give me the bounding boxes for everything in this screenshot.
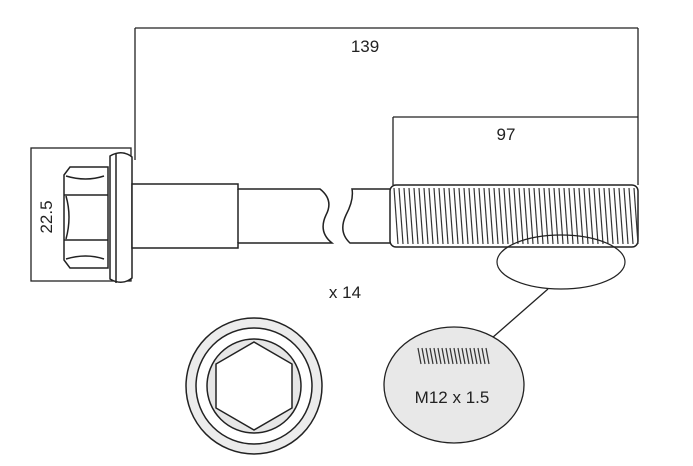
hex-head-end-icon: [215, 341, 293, 431]
thread-callout-source-ellipse: [496, 234, 626, 290]
overall-length-label: 139: [351, 37, 379, 56]
bolt-shank-break: [342, 188, 393, 244]
callout-leader-line: [491, 288, 549, 339]
bolt-shank: [131, 183, 335, 249]
thread-length-dimension: [392, 116, 638, 185]
thread-hatch: [393, 187, 639, 245]
thread-sample-icon: [417, 347, 490, 365]
bolt-hex-head: [63, 166, 109, 269]
thread-length-label: 97: [497, 125, 516, 144]
head-size-label: 22.5: [37, 200, 56, 233]
thread-spec-label: M12 x 1.5: [415, 388, 490, 407]
quantity-label: x 14: [329, 283, 361, 302]
bolt-end-view: [185, 317, 323, 455]
bolt-flange: [109, 152, 133, 283]
overall-length-dimension: [134, 27, 639, 185]
thread-spec-callout: [383, 326, 525, 444]
bolt-side-view: [63, 152, 639, 283]
